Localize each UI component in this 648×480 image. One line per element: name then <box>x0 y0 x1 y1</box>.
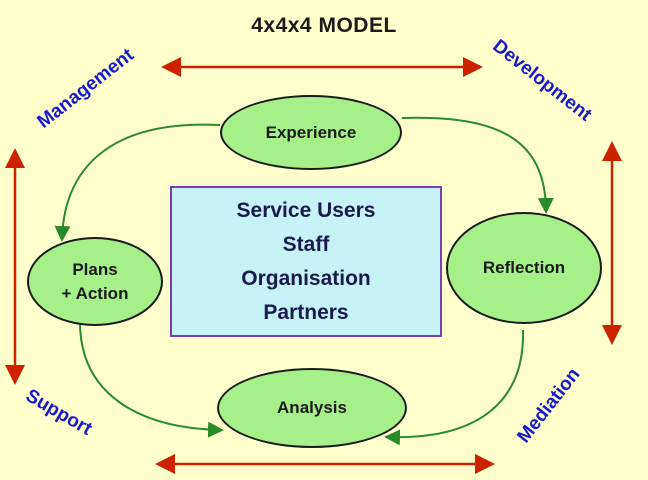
node-experience-label: Experience <box>265 122 357 142</box>
node-reflection-label: Reflection <box>482 258 566 278</box>
arrow-experience-to-plans <box>54 123 221 242</box>
node-plans-label: Plans <box>72 259 118 279</box>
center-item-partners: Partners <box>263 300 349 324</box>
arrow-experience-to-reflection <box>401 116 554 214</box>
center-item-organisation: Organisation <box>241 266 371 290</box>
node-reflection: Reflection <box>446 212 602 324</box>
node-analysis: Analysis <box>217 368 407 448</box>
center-item-service-users: Service Users <box>236 198 376 222</box>
center-item-staff: Staff <box>282 232 330 256</box>
node-experience: Experience <box>220 95 402 170</box>
arrow-reflection-to-analysis <box>384 329 525 446</box>
diagram-title: 4x4x4 MODEL <box>251 14 397 37</box>
arrow-plans-to-analysis <box>79 321 224 438</box>
node-analysis-label: Analysis <box>277 398 347 418</box>
center-stakeholders-box: Service Users Staff Organisation Partner… <box>170 186 442 337</box>
node-action-label: + Action <box>61 283 129 303</box>
node-plans-action: Plans + Action <box>27 237 163 326</box>
